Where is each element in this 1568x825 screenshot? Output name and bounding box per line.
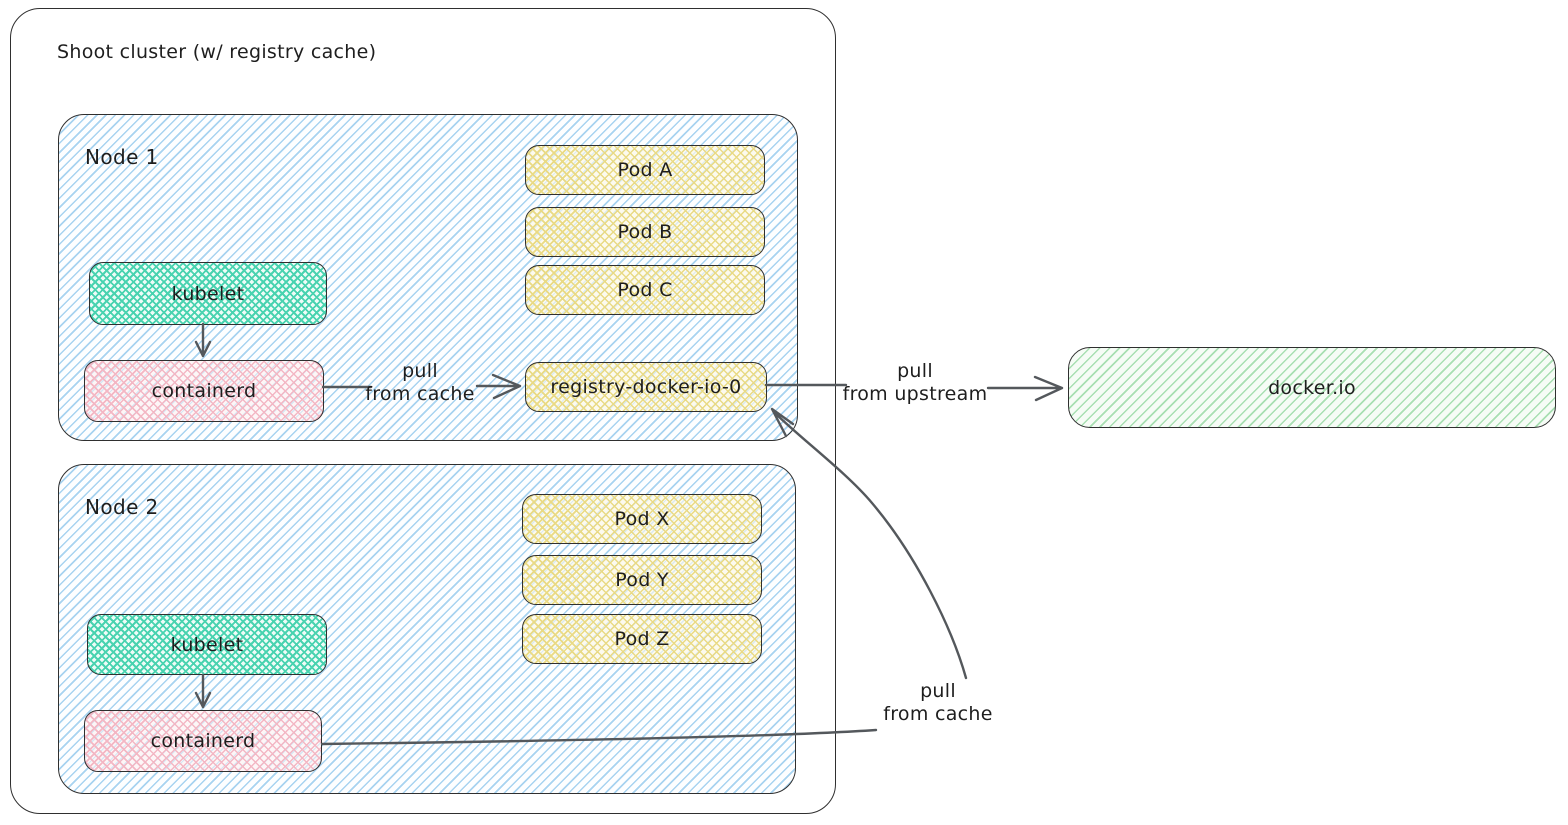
node2-pod-y-box: Pod Y [522,555,762,605]
node2-pod-x-box: Pod X [522,494,762,544]
node2-pull-from-cache-label: pull from cache [883,680,993,725]
pull-from-upstream-label: pull from upstream [842,360,988,405]
node1-pod-b-box: Pod B [525,207,765,257]
node2-containerd-box: containerd [84,710,322,772]
node1-kubelet-box: kubelet [89,262,327,325]
cluster-title: Shoot cluster (w/ registry cache) [57,41,377,63]
node1-pod-a-box: Pod A [525,145,765,195]
node-2-label: Node 2 [85,495,159,519]
node-2-box: Node 2 kubelet containerd Pod X Pod Y Po… [58,464,796,794]
docker-io-box: docker.io [1068,347,1556,428]
shoot-cluster-box: Shoot cluster (w/ registry cache) Node 1… [10,8,836,814]
node-1-box: Node 1 kubelet containerd Pod A Pod B Po… [58,114,798,441]
node1-pull-from-cache-label: pull from cache [365,360,475,405]
node-1-label: Node 1 [85,145,159,169]
node2-kubelet-box: kubelet [87,614,327,675]
node2-pod-z-box: Pod Z [522,614,762,664]
node1-registry-cache-box: registry-docker-io-0 [525,362,767,412]
node1-containerd-box: containerd [84,360,324,422]
node1-pod-c-box: Pod C [525,265,765,315]
